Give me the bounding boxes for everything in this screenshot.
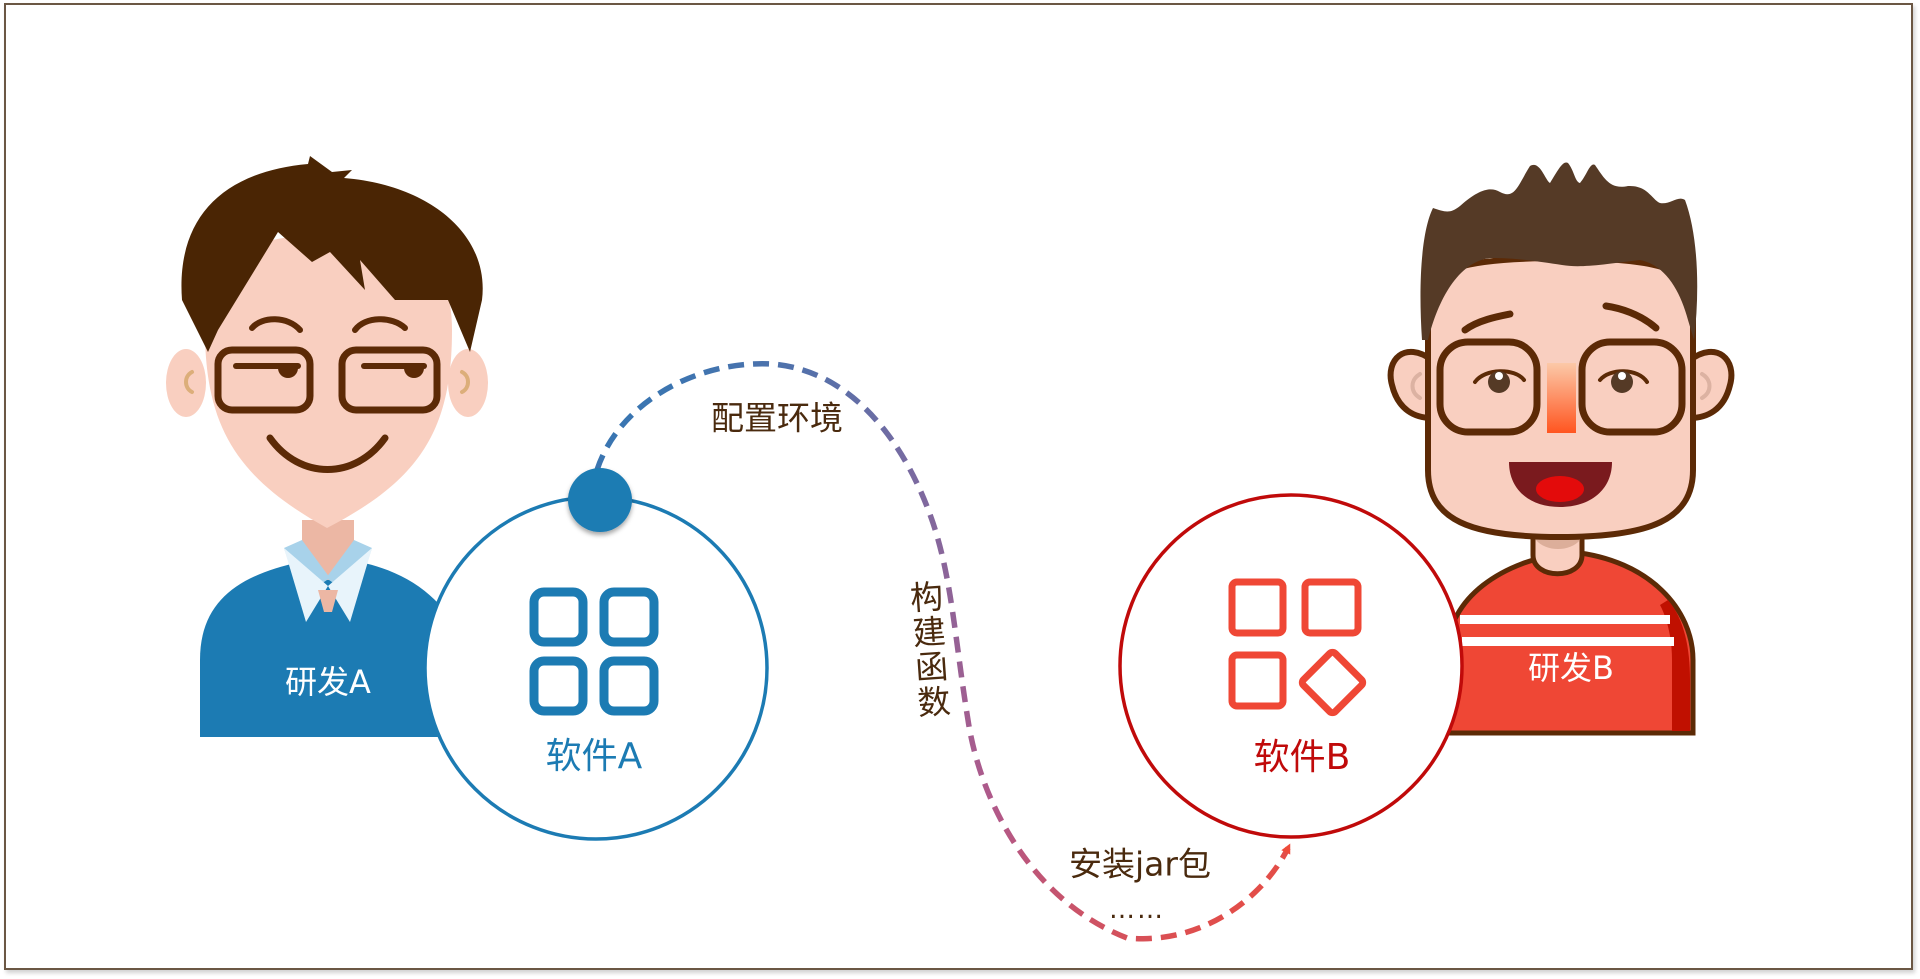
developer-b-glasses-right xyxy=(1578,338,1686,436)
software-b-label: 软件B xyxy=(1253,737,1351,778)
software-a-label: 软件A xyxy=(545,736,643,777)
developer-a-glasses-right xyxy=(338,346,441,414)
step-configure-environment: 配置环境 xyxy=(711,398,843,438)
developer-a-label: 研发A xyxy=(285,663,371,701)
three-squares-diamond-icon xyxy=(1228,578,1367,717)
developer-b-glasses-left xyxy=(1436,338,1541,436)
software-b-node xyxy=(1118,493,1464,839)
step-install-jar: 安装jar包 xyxy=(1069,844,1211,884)
developer-a-hair xyxy=(181,156,483,352)
developer-b-avatar xyxy=(1387,162,1735,736)
developer-b-label: 研发B xyxy=(1528,649,1614,687)
step-ellipsis: …… xyxy=(1109,895,1165,925)
developer-a-avatar xyxy=(166,156,488,737)
developer-a-shirt xyxy=(200,562,470,737)
developer-a-glasses-left xyxy=(214,346,314,414)
flow-start-dot xyxy=(568,468,632,532)
step-build-function: 构建函数 xyxy=(903,578,953,722)
software-a-node xyxy=(423,468,769,841)
flow-dashed-path xyxy=(594,361,1291,942)
developer-b-hair xyxy=(1420,162,1698,340)
four-squares-icon xyxy=(529,587,659,716)
